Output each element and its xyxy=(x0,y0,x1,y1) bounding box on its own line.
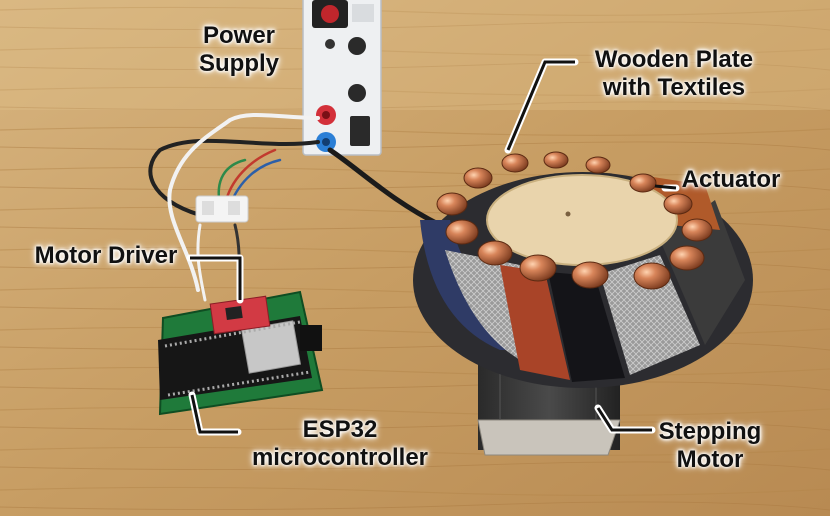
actuators xyxy=(436,151,713,290)
label-power-supply: Power Supply xyxy=(198,22,279,77)
red-button-icon xyxy=(321,5,339,23)
wires xyxy=(148,112,443,302)
label-actuator: Actuator xyxy=(681,166,781,193)
esp32-board xyxy=(158,290,324,416)
label-stepping-motor: Stepping Motor xyxy=(658,418,762,473)
label-wooden-plate: Wooden Plate with Textiles xyxy=(594,46,754,101)
power-supply-unit xyxy=(302,0,382,156)
annotation-leaders xyxy=(186,58,680,436)
label-esp32: ESP32 microcontroller xyxy=(251,416,429,471)
label-motor-driver: Motor Driver xyxy=(34,242,178,269)
terminal-block xyxy=(195,195,249,223)
